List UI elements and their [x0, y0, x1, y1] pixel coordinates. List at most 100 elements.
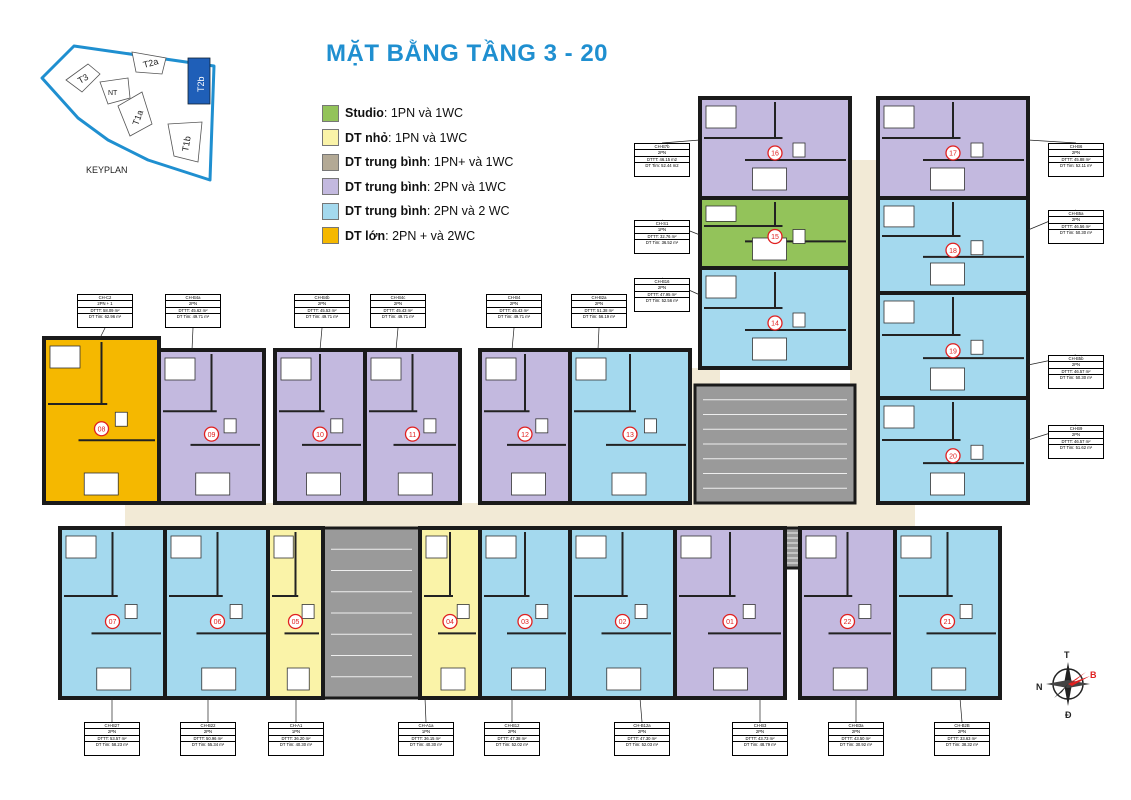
- unit-09[interactable]: 09: [157, 348, 266, 505]
- bed-icon: [201, 667, 237, 691]
- bed-icon: [485, 357, 517, 381]
- keyplan-label-nt: NT: [108, 90, 118, 97]
- unit-number-badge: [945, 448, 961, 464]
- unit-name: CH-B5a: [1049, 211, 1103, 218]
- unit-01[interactable]: 01: [673, 526, 787, 700]
- unit-15[interactable]: 15: [698, 196, 852, 270]
- unit-name: CH-A1: [269, 723, 323, 730]
- table-icon: [634, 604, 648, 619]
- unit-name: CH-B6: [1049, 144, 1103, 151]
- unit-number: 07: [109, 619, 117, 626]
- unit-19[interactable]: 19: [876, 291, 1030, 400]
- unit-tim: DT Tim: 49.71 m²: [497, 314, 531, 320]
- unit-number: 21: [944, 619, 952, 626]
- unit-07[interactable]: 07: [58, 526, 167, 700]
- unit-name: CH-B4: [487, 295, 541, 302]
- unit-02[interactable]: 02: [568, 526, 677, 700]
- unit-number: 19: [949, 348, 957, 355]
- unit-type: 2PN: [733, 729, 787, 736]
- legend-item: Studio: 1PN và 1WC: [322, 104, 622, 122]
- unit-name: CH-S1: [635, 221, 689, 228]
- unit-number-badge: [767, 145, 783, 161]
- unit-tim: DT Tim: 52.44 m2: [645, 163, 679, 169]
- unit-tim: DT Tim: 49.71 m²: [305, 314, 339, 320]
- bed-icon: [713, 667, 748, 691]
- unit-03[interactable]: 03: [478, 526, 572, 700]
- unit-08[interactable]: 08: [42, 336, 161, 505]
- unit-dttt: DTTT: 47.30 m²: [615, 736, 669, 743]
- unit-16[interactable]: 16: [698, 96, 852, 200]
- bed-icon: [752, 167, 787, 191]
- unit-12[interactable]: 12: [478, 348, 572, 505]
- unit-dttt: DTTT: 45.88 m²: [1049, 157, 1103, 164]
- unit-tim: DT Tim: 51.62 m²: [1059, 445, 1093, 451]
- compass-south: Đ: [1065, 710, 1072, 720]
- unit-18[interactable]: 18: [876, 196, 1030, 295]
- table-icon: [970, 339, 984, 355]
- unit-name: CH-B12: [485, 723, 539, 730]
- table-icon: [742, 604, 756, 619]
- unit-20[interactable]: 20: [876, 396, 1030, 505]
- unit-tim: DT Tim: 49.71 m²: [381, 314, 415, 320]
- unit-06[interactable]: 06: [163, 526, 272, 700]
- legend-item: DT trung bình: 2PN và 1WC: [322, 178, 622, 196]
- unit-number: 01: [726, 619, 734, 626]
- unit-22[interactable]: 22: [798, 526, 897, 700]
- compass-north: T: [1064, 650, 1070, 660]
- unit-21[interactable]: 21: [893, 526, 1002, 700]
- unit-tim: DT Tim: 62.96 m²: [88, 314, 122, 320]
- unit-dttt: DTTT: 43.50 m²: [829, 736, 883, 743]
- keyplan-label-t1b: T1b: [180, 135, 193, 152]
- keyplan-tower-t3: [65, 63, 101, 93]
- bed-icon: [440, 667, 466, 691]
- unit-number-badge: [945, 242, 961, 258]
- corridor: [125, 503, 915, 528]
- compass-west: N: [1036, 682, 1043, 692]
- unit-name: CH-B3: [733, 723, 787, 730]
- unit-number-badge: [722, 613, 738, 630]
- unit-14[interactable]: 14: [698, 266, 852, 370]
- unit-tim: DT Tim: 58.23 m²: [95, 742, 129, 748]
- unit-dttt: DTTT: 46.56 m²: [1049, 224, 1103, 231]
- bed-icon: [705, 205, 737, 222]
- unit-17[interactable]: 17: [876, 96, 1030, 200]
- unit-number-badge: [93, 421, 110, 437]
- unit-number: 22: [844, 619, 852, 626]
- unit-dttt: DTTT: 45.43 m²: [487, 308, 541, 315]
- unit-10[interactable]: 10: [273, 348, 367, 505]
- unit-tim: DT Tim: 38.32 m²: [945, 742, 979, 748]
- unit-11[interactable]: 11: [363, 348, 462, 505]
- unit-number-badge: [209, 613, 226, 630]
- unit-type: 2PN: [1049, 362, 1103, 369]
- table-icon: [535, 418, 549, 434]
- unit-number-badge: [404, 426, 421, 442]
- table-icon: [970, 444, 984, 460]
- unit-04[interactable]: 04: [418, 526, 482, 700]
- unit-13[interactable]: 13: [568, 348, 692, 505]
- unit-tim: DT Tim: 52.11 m²: [1060, 163, 1092, 169]
- unit-number-badge: [287, 613, 304, 630]
- unit-05[interactable]: 05: [266, 526, 325, 700]
